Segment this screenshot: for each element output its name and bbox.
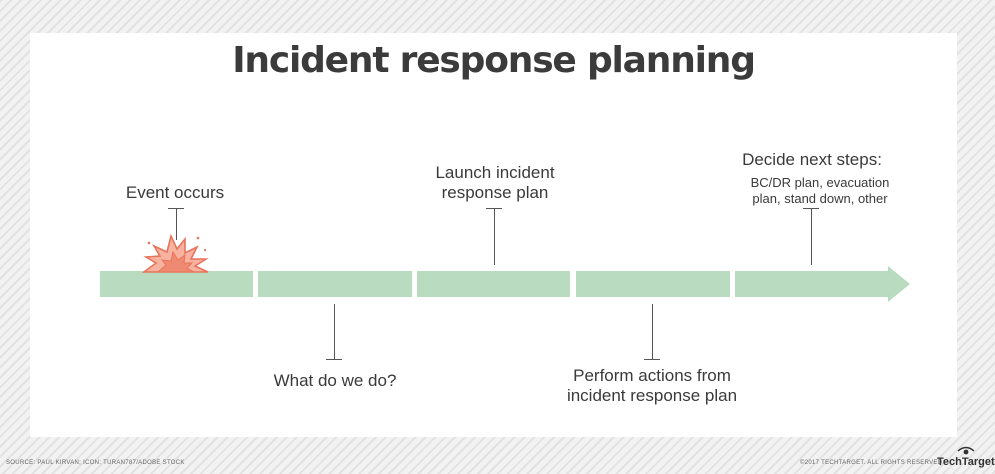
explosion-icon <box>141 233 209 273</box>
perform-actions-label-line1: Perform actions from <box>573 366 731 385</box>
eye-logo-icon <box>957 446 975 455</box>
decide-next-steps-detail-line1: BC/DR plan, evacuation <box>750 175 890 190</box>
event-occurs-line <box>176 208 177 240</box>
source-credit: SOURCE: PAUL KIRVAN; ICON: TURAN787/ADOB… <box>6 460 185 466</box>
timeline-segment-4 <box>576 271 730 297</box>
timeline-segment-5 <box>735 271 890 297</box>
perform-actions-label-line2: incident response plan <box>566 386 738 405</box>
what-do-we-do-line <box>334 304 335 359</box>
decide-next-steps-label: Decide next steps: <box>742 150 882 169</box>
copyright-notice: ©2017 TECHTARGET. ALL RIGHTS RESERVED <box>800 460 943 466</box>
timeline-segment-3 <box>417 271 570 297</box>
timeline-segment-2 <box>258 271 412 297</box>
what-do-we-do-tick <box>326 359 342 360</box>
launch-plan-line <box>494 208 495 265</box>
brand-logo: TechTarget <box>937 456 995 468</box>
perform-actions-tick <box>644 359 660 360</box>
timeline-segment-1 <box>100 271 253 297</box>
launch-plan-label-line1: Launch incident <box>435 163 555 182</box>
launch-plan-label-line2: response plan <box>441 183 549 202</box>
event-occurs-label: Event occurs <box>125 183 225 202</box>
diagram-card <box>30 33 957 437</box>
timeline-arrowhead <box>888 266 910 302</box>
decide-next-steps-detail-line2: plan, stand down, other <box>752 191 888 206</box>
perform-actions-line <box>652 304 653 359</box>
what-do-we-do-label: What do we do? <box>273 371 397 390</box>
decide-next-steps-line <box>811 208 812 265</box>
diagram-title: Incident response planning <box>232 40 756 81</box>
